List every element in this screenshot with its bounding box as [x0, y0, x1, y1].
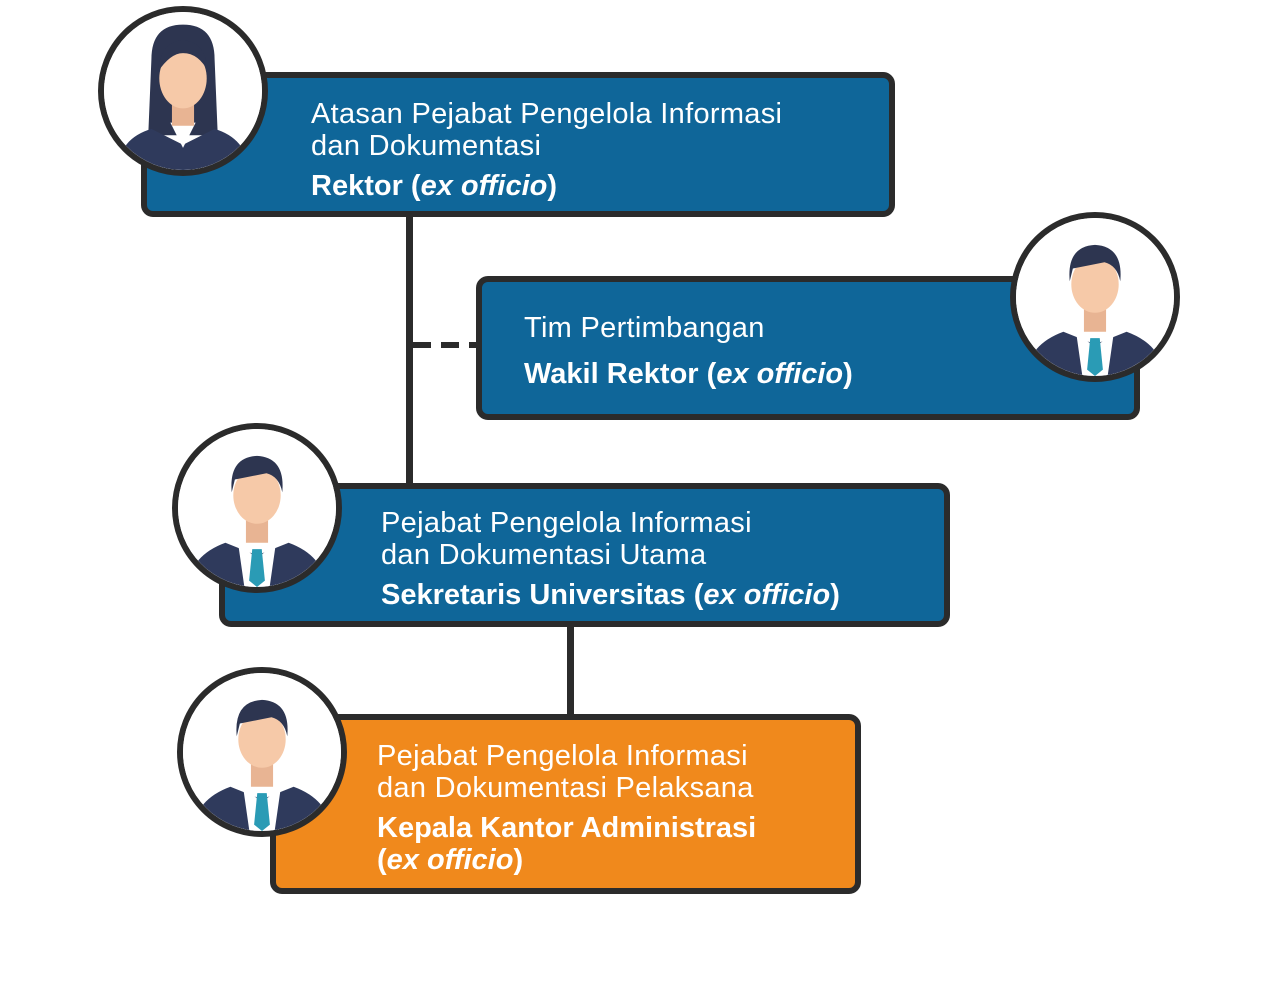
node-ppid-pelaksana-title-line2: dan Dokumentasi Pelaksana: [377, 772, 754, 804]
male-official-avatar-icon: [172, 423, 342, 593]
node-ppid-pelaksana-qualifier: (ex officio): [377, 844, 524, 876]
dashed-connector-tim-segment-1: [413, 342, 431, 348]
node-atasan-title-line1: Atasan Pejabat Pengelola Informasi: [311, 98, 783, 130]
female-official-avatar-icon: [98, 6, 268, 176]
connector-rektor-to-utama: [406, 210, 413, 490]
node-ppid-pelaksana-title-line1: Pejabat Pengelola Informasi: [377, 740, 748, 772]
node-ppid-utama-box: Pejabat Pengelola Informasi dan Dokument…: [219, 483, 950, 627]
node-ppid-pelaksana-name: Kepala Kantor Administrasi: [377, 812, 757, 844]
dashed-connector-tim-segment-2: [441, 342, 459, 348]
node-ppid-pelaksana-box: Pejabat Pengelola Informasi dan Dokument…: [270, 714, 861, 894]
male-official-avatar-icon: [1010, 212, 1180, 382]
connector-utama-to-pelaksana: [567, 620, 574, 720]
node-ppid-utama-title-line1: Pejabat Pengelola Informasi: [381, 507, 752, 539]
node-atasan-box: Atasan Pejabat Pengelola Informasi dan D…: [141, 72, 895, 217]
node-atasan-title-line2: dan Dokumentasi: [311, 130, 542, 162]
node-ppid-utama-title-line2: dan Dokumentasi Utama: [381, 539, 707, 571]
node-tim-name: Wakil Rektor (ex officio): [524, 358, 853, 390]
node-ppid-utama-name: Sekretaris Universitas (ex officio): [381, 579, 840, 611]
male-official-avatar-icon: [177, 667, 347, 837]
node-tim-title-line1: Tim Pertimbangan: [524, 312, 765, 344]
node-atasan-name: Rektor (ex officio): [311, 170, 558, 202]
